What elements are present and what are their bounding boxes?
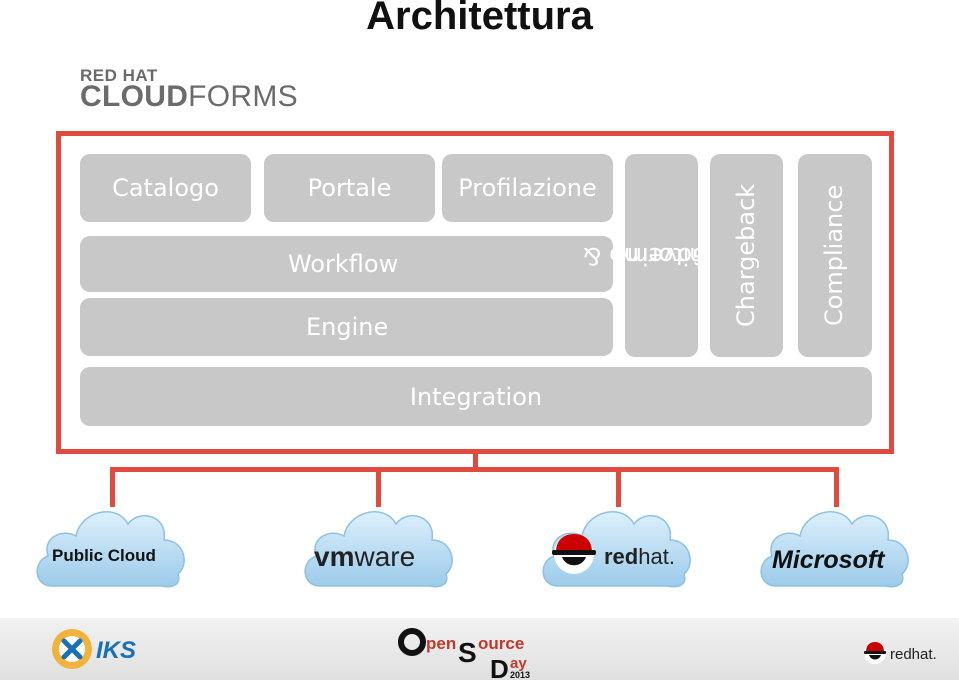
workflow-box: Workflow [80, 236, 613, 292]
vmware-logo-text: vmware [314, 541, 415, 572]
public-cloud: Public Cloud [36, 511, 185, 588]
iks-logo-text: IKS [96, 637, 136, 664]
footer-bar [0, 618, 959, 680]
vmware-cloud: vmware [304, 511, 453, 588]
public-cloud-label: Public Cloud [52, 546, 156, 565]
microsoft-cloud: Microsoft [760, 511, 909, 588]
microsoft-logo-text: Microsoft [772, 546, 886, 574]
engine-box: Engine [80, 298, 613, 356]
svg-text:pen: pen [426, 634, 456, 653]
svg-text:S: S [458, 637, 477, 668]
governo-monitoring-box: Governo &Monitoring [583, 154, 740, 357]
portale-box: Portale [264, 154, 435, 222]
open-source-day-logo: pen S ource D ay 2013 [398, 628, 530, 680]
integration-box: Integration [80, 367, 872, 426]
iks-logo: IKS [52, 629, 136, 669]
logo-line1: RED HAT [80, 66, 158, 85]
svg-text:redhat.: redhat. [604, 544, 675, 569]
connector-trunk [473, 454, 478, 472]
shadowman-icon [552, 534, 596, 574]
redhat-cloud: redhat. [542, 511, 691, 588]
svg-text:redhat.: redhat. [890, 646, 937, 663]
connector-bus [110, 467, 839, 472]
connector-redhat [616, 467, 621, 507]
chargeback-box: Chargeback [710, 154, 783, 357]
profilazione-box: Profilazione [442, 154, 613, 222]
svg-text:2013: 2013 [510, 670, 530, 680]
compliance-box: Compliance [798, 154, 872, 357]
svg-text:ource: ource [478, 634, 524, 653]
catalogo-box: Catalogo [80, 154, 251, 222]
footer-redhat-logo: redhat. [864, 642, 937, 664]
logo-line2: CLOUDFORMS [80, 80, 298, 113]
connector-vmware [376, 467, 381, 507]
connector-microsoft [834, 467, 839, 507]
page-title: Architettura [366, 0, 593, 38]
connector-public-cloud [110, 467, 115, 507]
svg-text:D: D [490, 654, 509, 680]
redhat-cloudforms-logo: RED HAT CLOUDFORMS [80, 66, 320, 113]
svg-text:ay: ay [510, 655, 527, 672]
